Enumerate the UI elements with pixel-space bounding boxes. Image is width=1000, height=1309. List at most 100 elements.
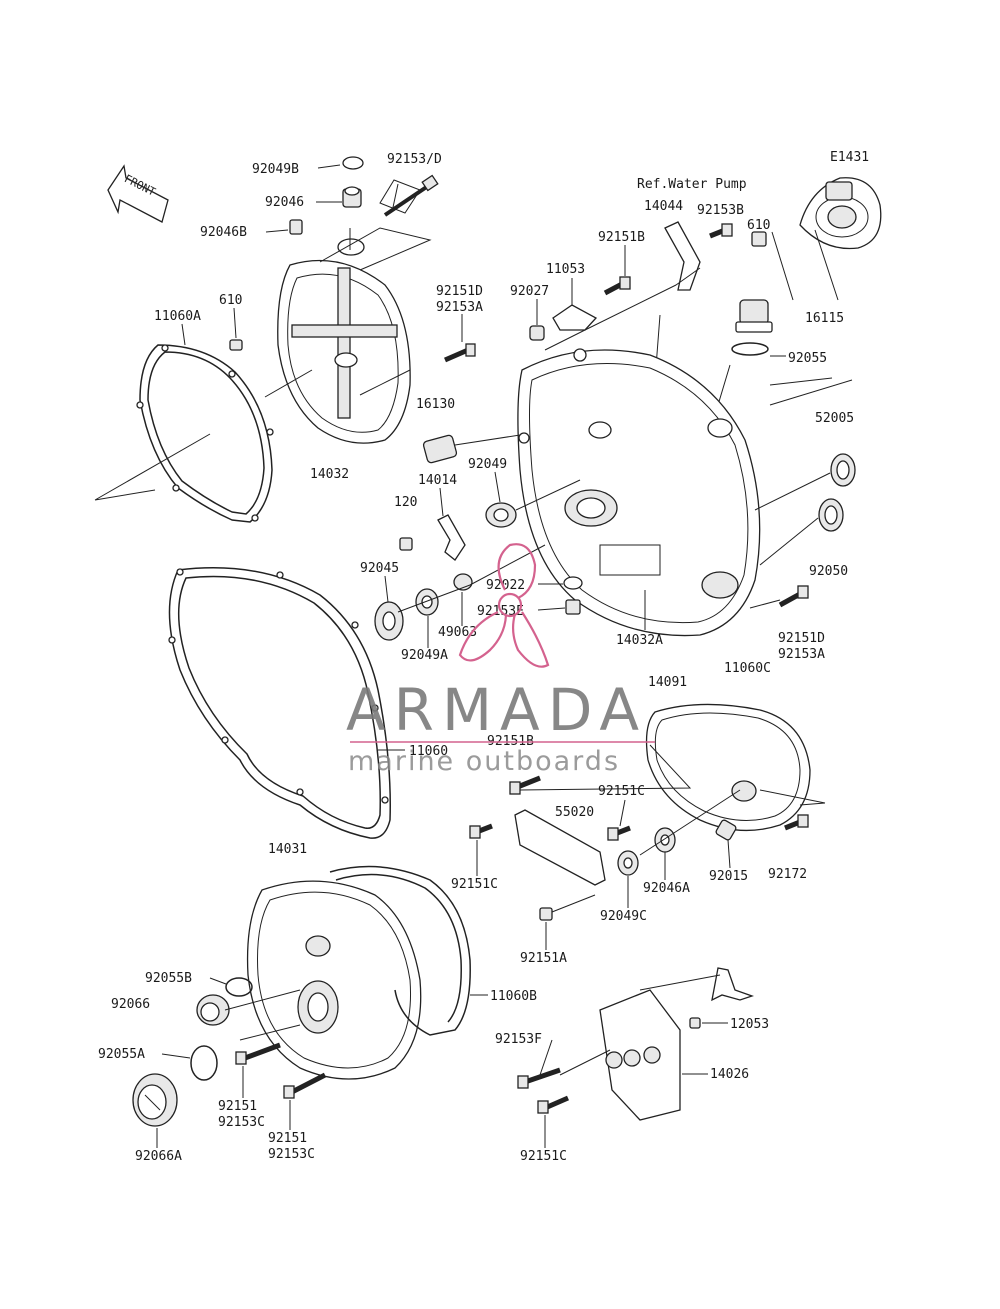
bolt-92151a bbox=[539, 907, 553, 921]
lever-14014 bbox=[437, 514, 466, 561]
label-92153f: 92153F bbox=[495, 1032, 542, 1047]
plug-92066a bbox=[132, 1073, 178, 1127]
label-92055b: 92055B bbox=[145, 971, 192, 986]
leader-92049 bbox=[515, 479, 581, 511]
leader-92172 bbox=[759, 789, 826, 806]
label-92049b: 92049B bbox=[252, 162, 299, 177]
label-92050: 92050 bbox=[809, 564, 848, 579]
label-92151c-b: 92151C bbox=[451, 877, 498, 892]
bolt-92153f bbox=[517, 1067, 561, 1089]
leader-92151d-b bbox=[749, 599, 781, 609]
bolt-92151d-92153a-b bbox=[778, 585, 809, 608]
label-92055: 92055 bbox=[788, 351, 827, 366]
label-14026: 14026 bbox=[710, 1067, 749, 1082]
label-49063: 49063 bbox=[438, 625, 477, 640]
leader-plugs bbox=[224, 989, 301, 1041]
label-92055a: 92055A bbox=[98, 1047, 145, 1062]
watermark-brand: ARMADA bbox=[346, 676, 647, 744]
label-610-b: 610 bbox=[747, 218, 770, 233]
label-92151-b: 92151 bbox=[268, 1131, 307, 1146]
label-92046a: 92046A bbox=[643, 881, 690, 896]
label-92172: 92172 bbox=[768, 867, 807, 882]
label-11060c: 11060C bbox=[724, 661, 771, 676]
bolt-92153d bbox=[379, 174, 439, 217]
label-92151-a: 92151 bbox=[218, 1099, 257, 1114]
leader-52005 bbox=[769, 377, 853, 406]
bushing-92046 bbox=[342, 186, 362, 208]
bolt-92151-92153c-b bbox=[283, 1072, 327, 1099]
label-92153c-b: 92153C bbox=[268, 1147, 315, 1162]
label-92151b-a: 92151B bbox=[598, 230, 645, 245]
water-pump-housing-16115 bbox=[799, 177, 882, 250]
bolt-92151b-b bbox=[509, 775, 541, 795]
label-92049a: 92049A bbox=[401, 648, 448, 663]
label-92151d-b: 92151D bbox=[778, 631, 825, 646]
washer-92049b bbox=[342, 156, 364, 170]
clamp-11053 bbox=[552, 304, 598, 331]
label-14014: 14014 bbox=[418, 473, 457, 488]
bearing-92049 bbox=[485, 502, 517, 528]
o-ring-92055b bbox=[225, 977, 253, 997]
label-92046: 92046 bbox=[265, 195, 304, 210]
leader-16130 bbox=[454, 434, 521, 446]
label-14032: 14032 bbox=[310, 467, 349, 482]
front-arrow-icon: FRONT bbox=[107, 164, 169, 223]
label-14032a: 14032A bbox=[616, 633, 663, 648]
gasket-11060b bbox=[329, 865, 471, 1036]
label-12053: 12053 bbox=[730, 1017, 769, 1032]
leader-inner-row bbox=[397, 544, 546, 613]
label-92046b: 92046B bbox=[200, 225, 247, 240]
nut-92027 bbox=[529, 325, 545, 341]
plug-92066 bbox=[196, 994, 230, 1026]
label-11060b: 11060B bbox=[490, 989, 537, 1004]
cover-16130 bbox=[422, 434, 458, 464]
seal-92049a bbox=[415, 588, 439, 616]
label-92151a: 92151A bbox=[520, 951, 567, 966]
bracket-55020 bbox=[514, 809, 606, 886]
label-92153a-a: 92153A bbox=[436, 300, 483, 315]
label-610-a: 610 bbox=[219, 293, 242, 308]
label-92022: 92022 bbox=[486, 578, 525, 593]
label-92151d-a: 92151D bbox=[436, 284, 483, 299]
label-16130: 16130 bbox=[416, 397, 455, 412]
leader-92151a bbox=[551, 894, 596, 913]
bolt-92151d bbox=[444, 343, 476, 363]
leader-clutch-side bbox=[264, 369, 411, 398]
crankcase-cover-14031 bbox=[246, 880, 422, 1080]
clutch-cover-14032 bbox=[277, 238, 411, 444]
oil-seal-92050 bbox=[818, 453, 856, 532]
leader-16115 bbox=[771, 229, 839, 301]
bolt-92153b bbox=[709, 223, 733, 239]
gasket-11060a bbox=[136, 344, 274, 523]
leader-92050 bbox=[754, 472, 831, 566]
bolt-92172 bbox=[784, 814, 809, 831]
propeller-logo-icon bbox=[458, 543, 550, 668]
label-92049: 92049 bbox=[468, 457, 507, 472]
bushing-92046b bbox=[289, 219, 303, 235]
cover-14091 bbox=[645, 703, 811, 832]
leader-11060a-gasket bbox=[94, 433, 211, 501]
bolt-120 bbox=[399, 537, 413, 551]
label-92153d: 92153/D bbox=[387, 152, 442, 167]
leader-clutch-top bbox=[319, 227, 432, 271]
label-92015: 92015 bbox=[709, 869, 748, 884]
label-92151c-a: 92151C bbox=[598, 784, 645, 799]
washer-92022 bbox=[563, 576, 583, 590]
dowel-pin-610-b bbox=[751, 231, 767, 247]
label-16115: 16115 bbox=[805, 311, 844, 326]
engine-cover-14032a bbox=[517, 348, 761, 637]
label-120: 120 bbox=[394, 495, 417, 510]
lever-12053 bbox=[711, 967, 755, 1002]
label-92066: 92066 bbox=[111, 997, 150, 1012]
bolt-92151b bbox=[603, 276, 631, 296]
dowel-pin-610 bbox=[229, 339, 243, 351]
label-11060a: 11060A bbox=[154, 309, 201, 324]
label-92153b: 92153B bbox=[697, 203, 744, 218]
o-ring-92055 bbox=[731, 342, 769, 356]
bolt-92151c bbox=[607, 825, 631, 841]
diagram-id: E1431 bbox=[830, 150, 869, 165]
gasket-11060 bbox=[168, 567, 391, 839]
oil-filler-cap-52005 bbox=[735, 299, 773, 333]
o-ring-92055a bbox=[190, 1045, 218, 1081]
